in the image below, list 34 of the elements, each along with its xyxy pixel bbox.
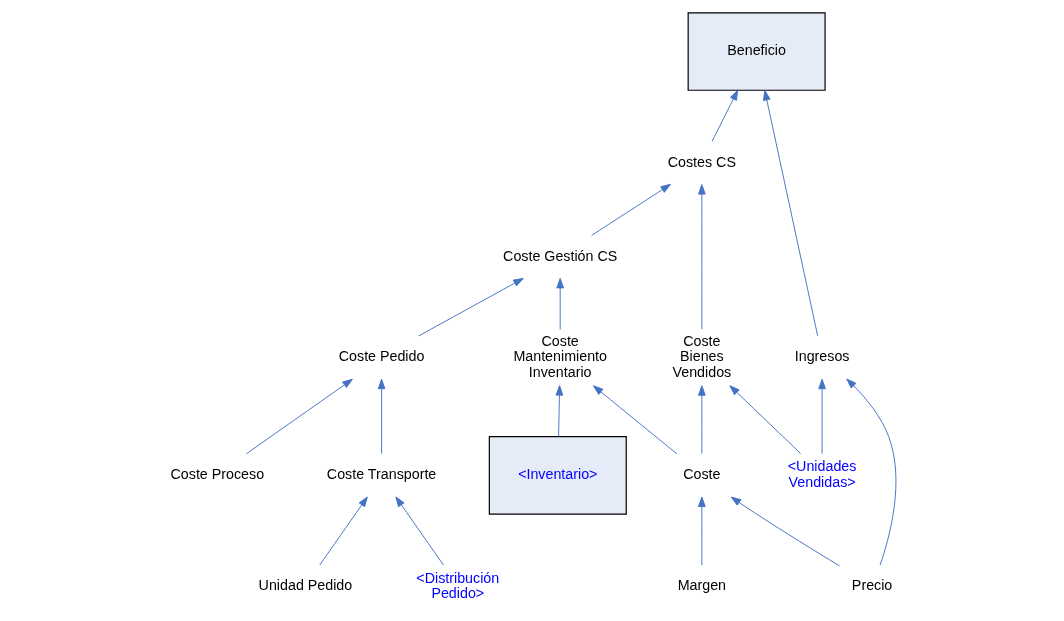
node-text: Coste Bienes Vendidos	[672, 332, 731, 380]
node-text: Costes CS	[667, 153, 736, 170]
arrow	[817, 378, 826, 455]
arrow	[697, 385, 706, 455]
arrow	[555, 277, 564, 330]
arrow	[762, 90, 818, 337]
node-text: <Distribución Pedido>	[415, 569, 499, 602]
arrow	[377, 378, 385, 455]
node-text: Coste Mantenimiento Inventario	[512, 332, 607, 380]
node-text: Coste Gestión CS	[502, 247, 617, 264]
node-text: Unidad Pedido	[258, 577, 352, 594]
node-text: Coste Proceso	[170, 466, 264, 483]
arrow	[592, 385, 677, 455]
node-text: Precio	[851, 577, 892, 594]
node-text: Coste	[682, 466, 720, 483]
node-text: <Unidades Vendidas>	[787, 458, 856, 490]
node-box: Beneficio	[687, 12, 826, 91]
arrow	[318, 496, 368, 566]
arrow	[697, 496, 706, 566]
node-text: Ingresos	[794, 348, 849, 365]
arrow	[711, 89, 738, 142]
arrow	[555, 385, 563, 437]
node-box: <Inventario>	[488, 436, 627, 515]
arrow	[245, 378, 353, 455]
arrow	[697, 184, 706, 330]
arrow	[590, 183, 671, 236]
arrow	[728, 385, 801, 455]
arrow	[845, 378, 896, 566]
arrow	[417, 277, 524, 337]
node-text: Coste Transporte	[326, 466, 436, 483]
node-text: Margen	[677, 577, 726, 594]
arrow	[730, 496, 840, 567]
node-text: Coste Pedido	[338, 348, 424, 365]
arrow	[394, 496, 444, 566]
